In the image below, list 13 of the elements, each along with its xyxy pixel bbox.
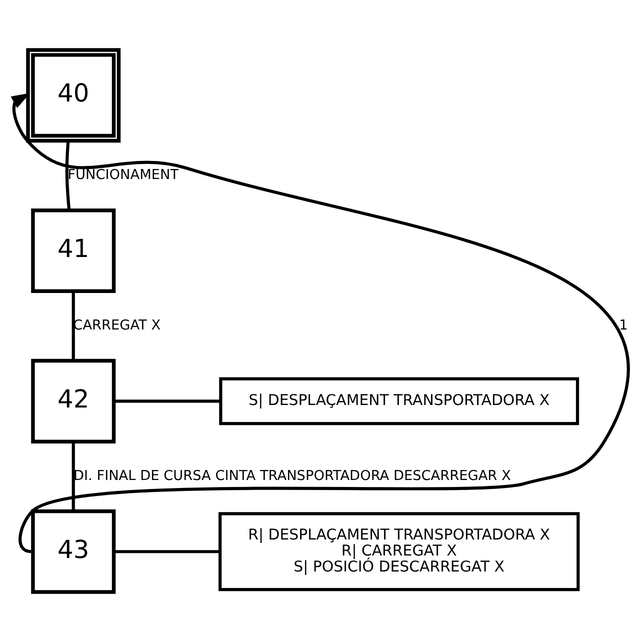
connector <box>72 290 75 360</box>
connector <box>65 140 71 210</box>
edge-label: FUNCIONAMENT <box>68 166 179 183</box>
node-box: 43 <box>31 508 116 594</box>
connector <box>114 550 220 553</box>
connector <box>114 399 220 402</box>
connector <box>72 441 75 510</box>
node-box: 42 <box>31 358 116 443</box>
node-box: 40 <box>26 48 121 142</box>
node-box: 41 <box>31 208 116 293</box>
node-box: R| DESPLAÇAMENT TRANSPORTADORA X R| CARREGAT X S| POSICIÓ DESCARREGAT X <box>218 512 580 591</box>
edge-label: 1 <box>619 316 628 333</box>
node-box: S| DESPLAÇAMENT TRANSPORTADORA X <box>219 376 580 425</box>
